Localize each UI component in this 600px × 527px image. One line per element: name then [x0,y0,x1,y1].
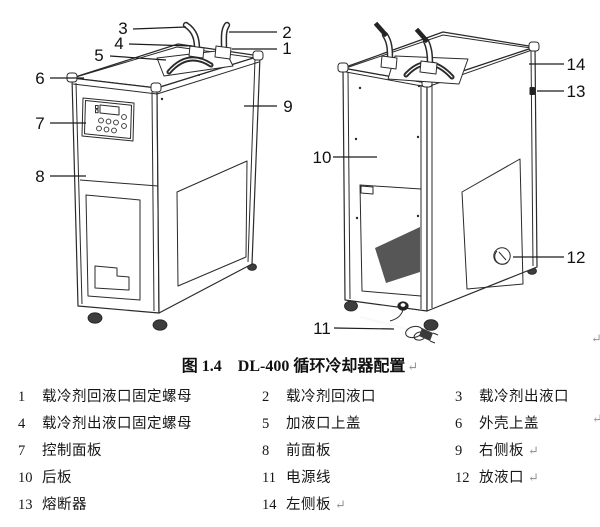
legend-num: 5 [262,416,270,432]
control-panel [81,97,135,142]
legend-label: 外壳上盖 [479,416,539,432]
figure-caption: 图 1.4 DL-400 循环冷却器配置↵ [0,352,600,376]
legend-item-2: 2 载冷剂回液口 [262,385,376,406]
paragraph-return-icon: ↵ [407,359,419,374]
legend-item-14: 14 左侧板 ↵ [262,493,346,514]
paragraph-return-icon: ↵ [528,443,539,458]
legend-label: 后板 [42,470,72,486]
power-outlet [389,301,409,322]
legend-label: 熔断器 [42,497,87,513]
nut-rear-right [419,60,438,75]
drain-port [491,245,513,267]
legend-num: 3 [455,389,463,405]
legend-item-8: 8 前面板 [262,439,331,460]
left-side-panel-face [426,46,538,312]
callout-10: 10 [313,148,332,167]
legend-label: 放液口 [479,470,524,486]
outlet-fixing-nut [188,45,205,59]
legend-label: 控制面板 [42,443,102,459]
callout-3: 3 [118,19,127,38]
legend-label: 载冷剂出液口 [479,389,569,405]
panel-buttons [96,114,127,134]
legend-label: 电源线 [286,470,331,486]
return-fixing-nut [214,45,232,60]
right-unit-drawing [337,21,540,344]
coolant-return-tube [220,21,231,52]
legend-label: 加液口上盖 [286,416,361,432]
callout-12: 12 [567,248,586,267]
right-callout-numbers: 14 13 10 12 11 [313,55,586,338]
power-cord [360,316,439,344]
legend-num: 11 [262,470,276,486]
front-vent-grille [85,194,141,301]
legend-num: 6 [455,416,463,432]
legend-item-13: 13 熔断器 [18,493,87,514]
callout-9: 9 [283,97,292,116]
line-break-icon: ↵ [528,470,539,485]
legend-label: 左侧板 [286,497,331,513]
callout-6: 6 [35,69,44,88]
figure-title: DL-400 循环冷却器配置 [237,358,406,375]
legend-label: 前面板 [286,443,331,459]
legend-num: 12 [455,470,470,486]
legend-item-11: 11 电源线 [262,466,331,487]
legend-item-3: 3 载冷剂出液口 [455,385,569,406]
legend-num: 1 [18,389,26,405]
legend-label: 载冷剂出液口固定螺母 [42,416,192,432]
fuse-holder [529,87,535,95]
left-callout-numbers: 3 4 5 2 1 6 7 8 9 [35,19,292,186]
right-callout-lines [333,63,564,330]
legend-num: 9 [455,443,463,459]
coolant-tube-rear-left [373,21,394,61]
legend-item-12: 12 放液口 ↵ [455,466,539,487]
left-unit-drawing [66,21,264,331]
callout-8: 8 [35,167,44,186]
callout-11: 11 [313,319,331,338]
legend-item-4: 4 载冷剂出液口固定螺母 [18,412,192,433]
legend-label: 载冷剂回液口固定螺母 [42,389,192,405]
legend-num: 8 [262,443,270,459]
figure-drawing: 3 4 5 2 1 6 7 8 9 [35,19,586,344]
legend-item-1: 1 载冷剂回液口固定螺母 [18,385,192,406]
screw-dots [354,84,421,220]
legend-item-6: 6 外壳上盖 [455,412,539,433]
figure-number: 图 1.4 [181,358,222,375]
callout-4: 4 [114,34,123,53]
paragraph-return-icon: ↵ [592,411,600,426]
nut-rear-left [380,55,398,70]
callout-2: 2 [282,23,291,42]
callout-14: 14 [567,55,586,74]
legend-item-7: 7 控制面板 [18,439,102,460]
callout-7: 7 [35,114,44,133]
left-side-vent-grille [461,158,524,290]
legend-num: 2 [262,389,270,405]
left-unit-feet [87,263,257,331]
paragraph-return-icon: ↵ [591,331,600,346]
callout-13: 13 [567,82,586,101]
power-plug [419,328,433,341]
legend-label: 载冷剂回液口 [286,389,376,405]
legend-item-5: 5 加液口上盖 [262,412,361,433]
legend-num: 13 [18,497,33,513]
legend-num: 14 [262,497,277,513]
rear-vent-grille [359,184,422,297]
coolant-tube-rear-right [414,27,434,67]
callout-5: 5 [94,46,103,65]
callout-1: 1 [282,39,291,58]
legend-item-9: 9 右侧板 ↵ [455,439,539,460]
paragraph-return-icon: ↵ [335,497,346,512]
legend-num: 4 [18,416,26,432]
panel-display [99,104,120,116]
legend-num: 10 [18,470,33,486]
legend-num: 7 [18,443,26,459]
legend-label: 右侧板 [479,443,524,459]
left-callout-lines [50,26,277,177]
side-vent-grille [176,160,248,287]
legend-item-10: 10 后板 [18,466,72,487]
